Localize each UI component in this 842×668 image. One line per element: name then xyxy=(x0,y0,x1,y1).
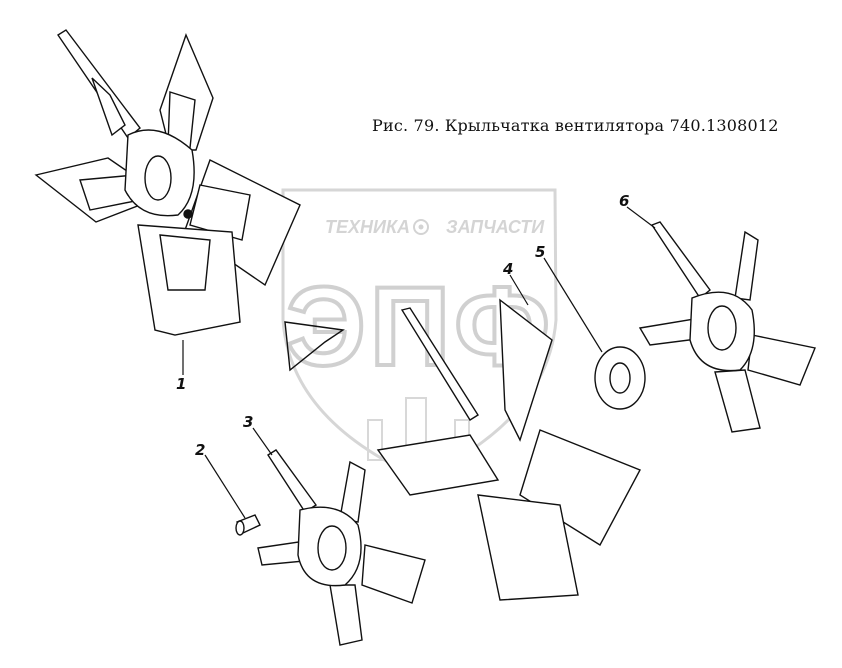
spider-hub xyxy=(257,449,426,646)
leader-5 xyxy=(543,257,603,353)
callout-4: 4 xyxy=(503,260,514,278)
callout-2: 2 xyxy=(195,441,206,459)
leader-4 xyxy=(509,274,529,306)
bolt xyxy=(235,514,261,536)
callout-5: 5 xyxy=(535,243,546,261)
gear-icon xyxy=(413,219,429,235)
watermark-text-left: ТЕХНИКА xyxy=(325,217,410,237)
assembled-fan-impeller xyxy=(34,29,301,336)
washer xyxy=(594,346,646,410)
callout-6: 6 xyxy=(619,192,630,210)
watermark-text-right: ЗАПЧАСТИ xyxy=(446,217,545,237)
leader-3 xyxy=(252,427,273,456)
callout-3: 3 xyxy=(243,413,254,431)
spider-hub-right xyxy=(638,221,816,433)
figure-caption: Рис. 79. Крыльчатка вентилятора 740.1308… xyxy=(372,116,779,135)
leader-6 xyxy=(626,206,656,229)
callout-1: 1 xyxy=(176,375,187,393)
blade-set xyxy=(284,298,641,601)
leader-2 xyxy=(204,454,246,519)
